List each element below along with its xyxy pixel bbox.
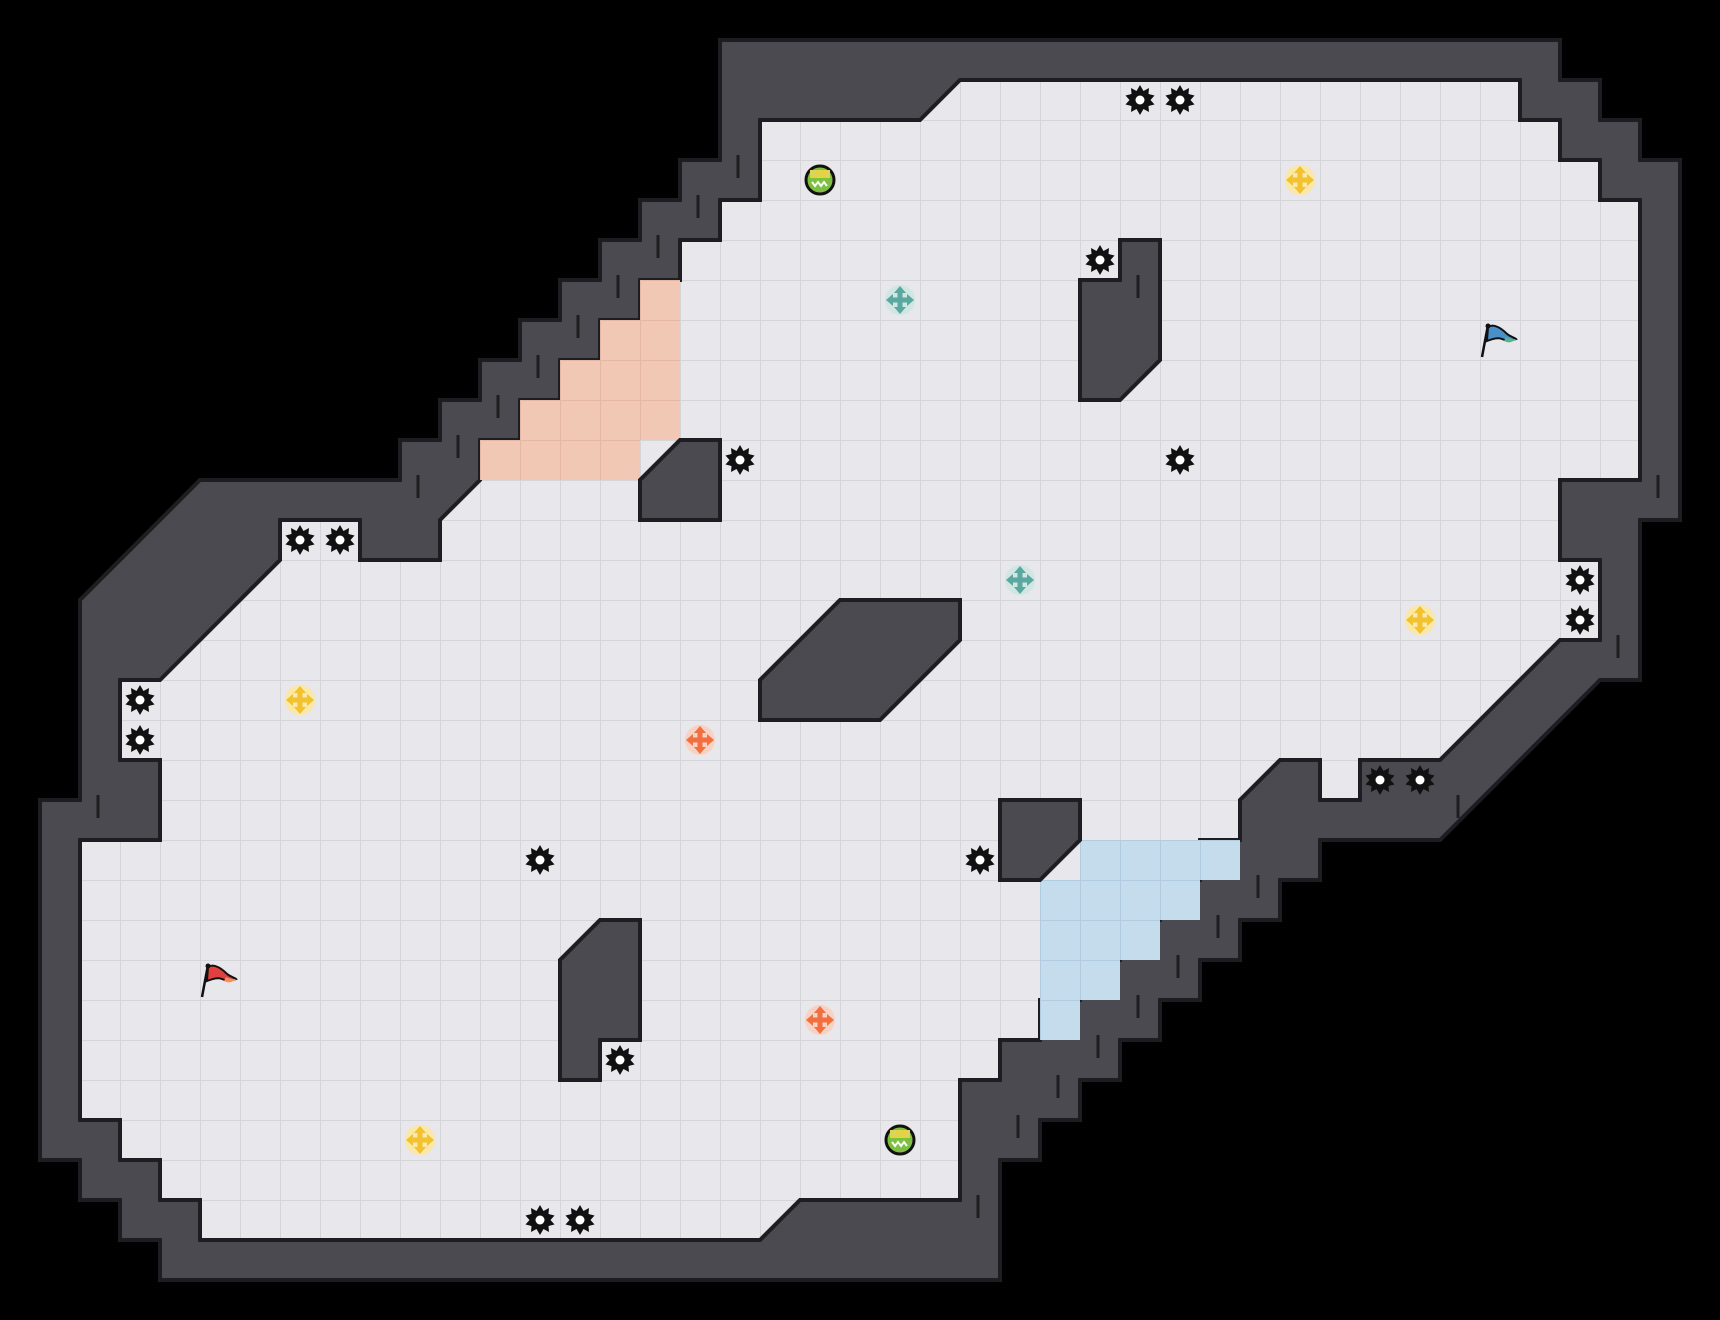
- orange-boost-icon: [805, 1005, 835, 1035]
- inner-walls: [558, 238, 1162, 1082]
- wall-block-lower-left: [558, 918, 642, 1082]
- wall-block-top-right: [1078, 238, 1162, 402]
- yellow-boost-icon: [405, 1125, 435, 1155]
- blue-team-base: [1040, 840, 1240, 1040]
- orange-boosts: [685, 725, 835, 1035]
- bombs: [804, 164, 916, 1156]
- wall-block-top-left: [638, 438, 722, 522]
- red-flag-icon: [200, 963, 238, 998]
- yellow-boost-icon: [1405, 605, 1435, 635]
- green-bomb-icon: [804, 164, 836, 196]
- yellow-boosts: [285, 165, 1435, 1155]
- yellow-boost-icon: [1285, 165, 1315, 195]
- teal-boost-icon: [1005, 565, 1035, 595]
- wall-notches: [96, 155, 1660, 1218]
- green-bomb-icon: [884, 1124, 916, 1156]
- wall-block-lower-center: [998, 798, 1082, 882]
- teal-boost-icon: [885, 285, 915, 315]
- yellow-boost-icon: [285, 685, 315, 715]
- teal-boosts: [885, 285, 1035, 595]
- wall-block-center: [758, 598, 962, 722]
- red-team-base: [480, 280, 680, 480]
- blue-flag-icon: [1480, 323, 1518, 358]
- orange-boost-icon: [685, 725, 715, 755]
